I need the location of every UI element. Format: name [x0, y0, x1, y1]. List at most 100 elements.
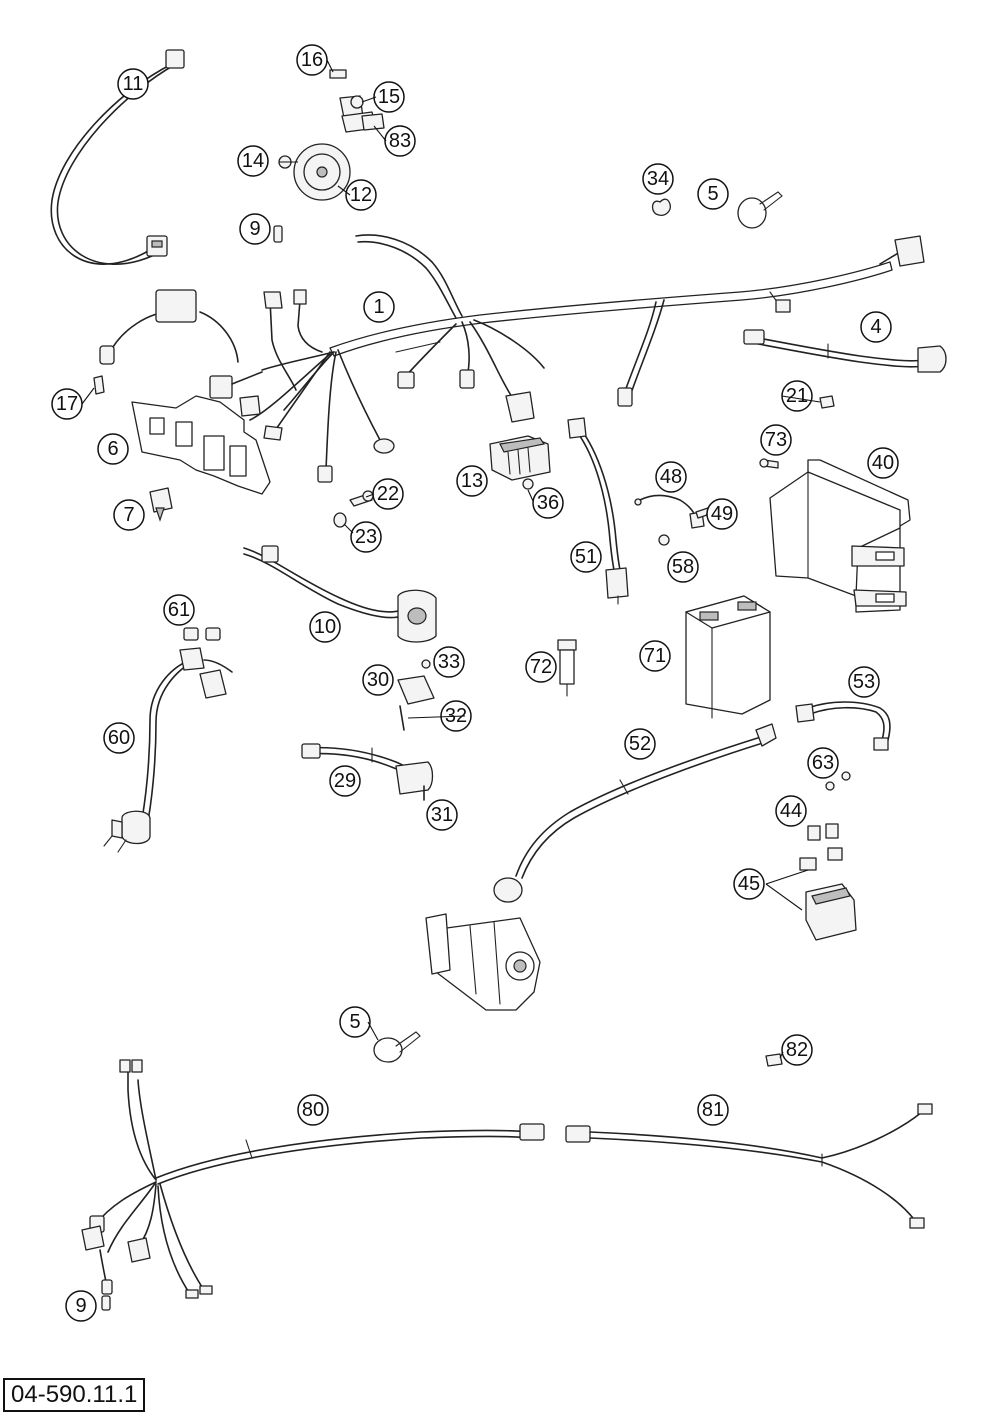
callout-83: 83: [384, 125, 416, 157]
svg-text:48: 48: [660, 466, 682, 488]
callout-40: 40: [867, 447, 899, 479]
callout-5-top: 5: [697, 178, 729, 210]
callout-52: 52: [624, 728, 656, 760]
part-13-regulator: [489, 435, 551, 490]
callout-12: 12: [345, 179, 377, 211]
callout-61: 61: [163, 594, 195, 626]
svg-text:31: 31: [431, 804, 453, 826]
svg-text:51: 51: [575, 546, 597, 568]
callout-31: 31: [426, 799, 458, 831]
part-7-relay: [149, 487, 173, 522]
part-17-connector: [93, 289, 263, 399]
part-58-nut: [658, 534, 670, 546]
svg-text:5: 5: [707, 183, 718, 205]
part-22-screw: [349, 490, 374, 507]
callout-51: 51: [570, 541, 602, 573]
svg-text:15: 15: [378, 86, 400, 108]
callout-60: 60: [103, 722, 135, 754]
part-5-cable-tie-bottom: [373, 1031, 421, 1063]
callout-73: 73: [760, 424, 792, 456]
callout-72: 72: [525, 651, 557, 683]
part-1-main-harness: [239, 234, 925, 483]
callout-10: 10: [309, 611, 341, 643]
svg-text:36: 36: [537, 492, 559, 514]
svg-text:23: 23: [355, 526, 377, 548]
part-23-washer: [333, 512, 347, 528]
svg-text:14: 14: [242, 150, 264, 172]
svg-text:72: 72: [530, 656, 552, 678]
svg-text:34: 34: [647, 168, 669, 190]
svg-text:9: 9: [249, 218, 260, 240]
part-51-sensor: [567, 417, 629, 605]
svg-text:52: 52: [629, 733, 651, 755]
svg-text:21: 21: [786, 385, 808, 407]
part-52-starter-cable: [493, 723, 777, 903]
part-80-harness: [81, 1059, 545, 1299]
callout-21: 21: [781, 380, 813, 412]
callout-33: 33: [433, 646, 465, 678]
part-34-grommet: [651, 198, 671, 216]
svg-text:61: 61: [168, 599, 190, 621]
part-71-battery: [685, 595, 771, 719]
svg-text:30: 30: [367, 669, 389, 691]
part-73-screw: [759, 458, 779, 469]
part-6-mounting-plate: [131, 395, 271, 495]
svg-text:22: 22: [377, 483, 399, 505]
svg-text:13: 13: [461, 470, 483, 492]
svg-text:58: 58: [672, 556, 694, 578]
callout-13: 13: [456, 465, 488, 497]
svg-text:82: 82: [786, 1039, 808, 1061]
part-40-battery-tray: [769, 459, 911, 613]
svg-text:73: 73: [765, 429, 787, 451]
part-44-fuse: [807, 823, 839, 841]
svg-text:44: 44: [780, 800, 802, 822]
starter-motor: [425, 913, 541, 1011]
callout-4: 4: [860, 311, 892, 343]
part-72-fuse: [557, 639, 577, 697]
callout-11: 11: [117, 68, 149, 100]
part-29-sensor: [301, 743, 434, 801]
svg-text:63: 63: [812, 752, 834, 774]
svg-text:6: 6: [107, 438, 118, 460]
callout-36: 36: [532, 487, 564, 519]
part-53-cable: [795, 701, 891, 751]
part-10-switch: [243, 545, 437, 643]
part-9-connector-bottom: [101, 1295, 111, 1311]
callout-71: 71: [639, 640, 671, 672]
callout-63: 63: [807, 747, 839, 779]
svg-text:53: 53: [853, 671, 875, 693]
part-9-connector-top: [273, 225, 283, 243]
svg-text:4: 4: [870, 316, 881, 338]
svg-text:29: 29: [334, 770, 356, 792]
callout-7: 7: [113, 499, 145, 531]
callout-80: 80: [297, 1094, 329, 1126]
callout-34: 34: [642, 163, 674, 195]
svg-text:7: 7: [123, 504, 134, 526]
part-4-cable: [743, 329, 947, 373]
horn-assembly: [278, 59, 385, 201]
part-82-clip: [765, 1053, 783, 1067]
part-81-harness: [565, 1103, 933, 1229]
svg-text:9: 9: [75, 1295, 86, 1317]
callout-82: 82: [781, 1034, 813, 1066]
callout-9-top: 9: [239, 213, 271, 245]
svg-text:12: 12: [350, 184, 372, 206]
svg-text:71: 71: [644, 645, 666, 667]
part-48-cable: [634, 494, 705, 529]
callout-53: 53: [848, 666, 880, 698]
svg-text:17: 17: [56, 393, 78, 415]
callout-16: 16: [296, 44, 328, 76]
svg-text:1: 1: [373, 296, 384, 318]
svg-text:80: 80: [302, 1099, 324, 1121]
callout-30: 30: [362, 664, 394, 696]
callout-17: 17: [51, 388, 83, 420]
callout-48: 48: [655, 461, 687, 493]
part-60-ignition-coil: [103, 647, 233, 853]
callout-22: 22: [372, 478, 404, 510]
part-63-screw: [825, 771, 851, 791]
callout-44: 44: [775, 795, 807, 827]
svg-text:81: 81: [702, 1099, 724, 1121]
callout-23: 23: [350, 521, 382, 553]
svg-text:40: 40: [872, 452, 894, 474]
